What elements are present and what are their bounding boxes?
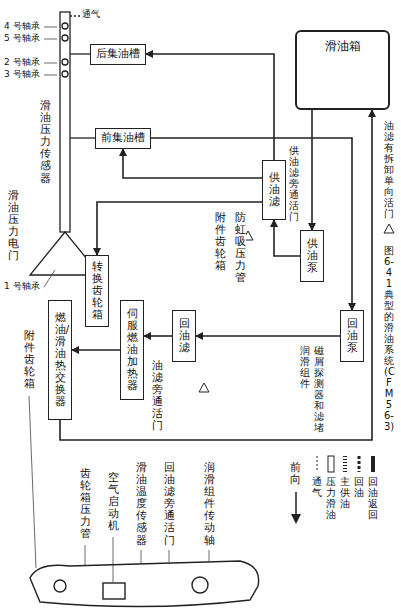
bearing-symbol <box>62 71 68 77</box>
callout-label: 1 号轴承 <box>4 282 40 292</box>
oil-tank: 滑油箱 <box>295 30 390 110</box>
gearbox-drawing <box>30 561 259 607</box>
oil-line <box>144 335 172 337</box>
oil-line <box>72 349 120 351</box>
filter-box: 供油滤 <box>262 160 286 220</box>
gearbox-box: 转换齿轮箱 <box>85 255 109 327</box>
node-text: 转换齿轮箱 <box>92 261 103 321</box>
node-text: 燃油/滑油热交换器 <box>55 312 66 409</box>
part-label: 齿轮箱压力管 <box>80 468 91 541</box>
part-label: 回油滤旁通活门 <box>164 462 175 547</box>
oil-line <box>196 335 340 337</box>
part-label: 滑油压力传感器 <box>40 100 51 185</box>
part-label: 滑油压力电门 <box>8 190 19 263</box>
bearing-symbol <box>62 23 68 29</box>
node-text: 供油滤 <box>269 172 280 208</box>
oil-line <box>151 138 352 310</box>
forward-arrow <box>291 492 301 524</box>
heat-exchanger-box: 燃油/滑油热交换器 <box>48 300 72 420</box>
direction-label: 前向 <box>290 462 301 486</box>
note-label: 油滤有拆卸单向活门 <box>384 120 394 219</box>
callout-label: 4 号轴承 <box>4 22 40 32</box>
figure-caption: 图 6-41 典型的滑油系统 (CFM56-3) <box>384 245 394 432</box>
legend-text: 回油 <box>354 476 364 498</box>
filter-box: 回油滤 <box>172 310 196 362</box>
engine-shaft <box>60 12 70 232</box>
node-text: 伺服燃油加热器 <box>127 308 138 393</box>
sump-box: 后集油槽 <box>90 44 146 65</box>
sump-link <box>70 53 90 54</box>
sump-box: 前集油槽 <box>95 128 151 149</box>
node-text: 滑油箱 <box>325 40 361 53</box>
part-label: 润滑组件传动轴 <box>204 462 215 547</box>
part-label: 磁屑探测器和滤堵 <box>314 345 324 433</box>
legend-text: 回油返回 <box>368 476 378 520</box>
bearing-symbol <box>62 59 68 65</box>
oil-line <box>146 54 274 160</box>
oil-line <box>123 149 262 178</box>
legend-text: 通气 <box>312 476 322 498</box>
part-label: 附件齿轮箱 <box>215 212 226 272</box>
callout-label: 通气 <box>82 10 100 20</box>
legend-text: 压力滑油 <box>326 476 336 520</box>
node-text: 供油泵 <box>307 238 318 274</box>
node-text: 回油滤 <box>179 318 190 354</box>
callout-label: 3 号轴承 <box>4 70 40 80</box>
part-label: 油滤旁通活门 <box>152 360 163 433</box>
callout-label: 2 号轴承 <box>4 58 40 68</box>
oil-line <box>311 110 313 230</box>
legend-samples <box>317 456 373 472</box>
node-text: 回油泵 <box>347 318 358 354</box>
node-text: 后集油槽 <box>96 48 140 60</box>
part-label: 滑油温度传感器 <box>136 462 147 547</box>
part-label: 供油滤旁通活门 <box>289 145 299 222</box>
heater-box: 伺服燃油加热器 <box>120 300 144 400</box>
leader-lines <box>29 27 209 582</box>
part-label: 附件齿轮箱 <box>24 330 35 390</box>
part-label: 润滑组件 <box>300 345 310 389</box>
part-label: 空气启动机 <box>108 472 119 532</box>
callout-label: 5 号轴承 <box>4 34 40 44</box>
pump-box: 供油泵 <box>300 230 324 282</box>
pump-box: 回油泵 <box>340 310 364 362</box>
part-label: 防虹吸压力管 <box>235 212 246 285</box>
vent-line <box>70 15 80 16</box>
sump-link <box>70 137 95 138</box>
bearing-symbol <box>62 35 68 41</box>
check-valve-symbol <box>199 224 394 392</box>
oil-line <box>274 220 300 256</box>
oil-line <box>60 110 372 440</box>
legend-text: 主供油 <box>340 476 350 509</box>
node-text: 前集油槽 <box>101 132 145 144</box>
